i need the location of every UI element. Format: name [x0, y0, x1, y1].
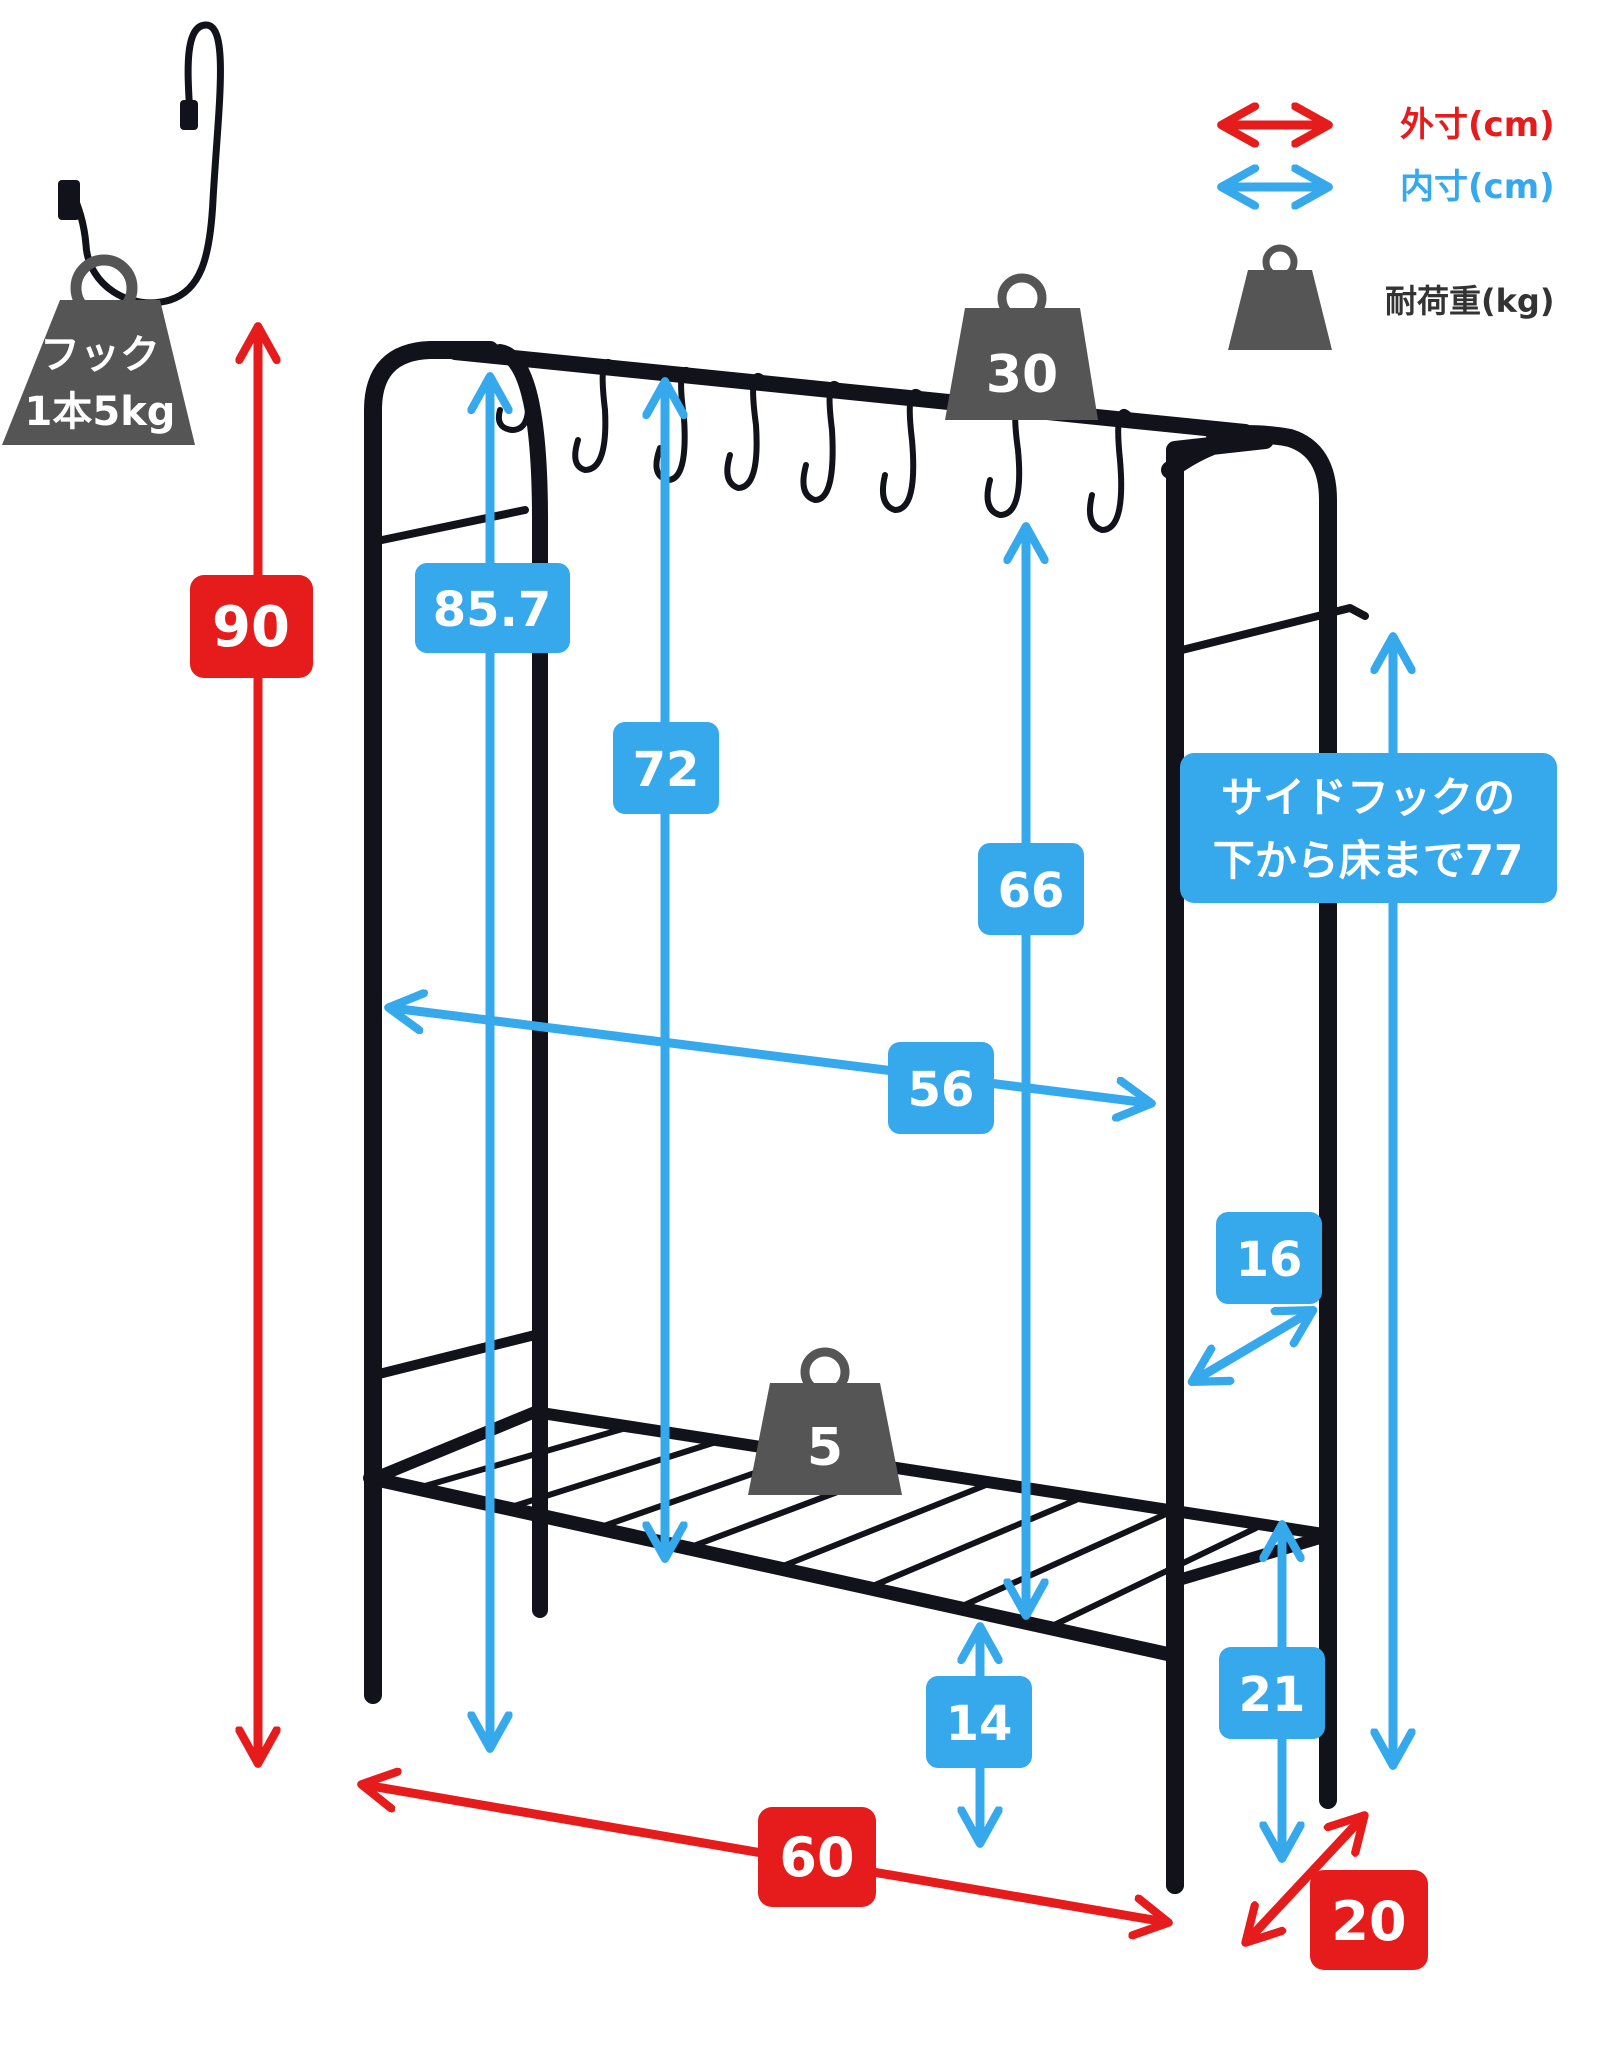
hook-weight-line2: 1本5kg — [25, 389, 176, 435]
shelf-load-label: 5 — [807, 1418, 843, 1478]
depth-arrow — [1248, 1818, 1362, 1940]
inner-width-label: 56 — [908, 1062, 975, 1118]
shelf-height-label: 14 — [946, 1696, 1013, 1752]
shelf-top-height-label-box — [1219, 1647, 1325, 1739]
depth-label-box — [1310, 1870, 1428, 1970]
width-label: 60 — [779, 1826, 854, 1889]
side-hook-depth-label: 16 — [1236, 1232, 1303, 1288]
shelf-height-label-box — [926, 1676, 1032, 1768]
hook-bottom-to-shelf-label: 66 — [998, 863, 1065, 919]
side-hook-label-line1: サイドフックの — [1221, 773, 1515, 822]
legend-inner-label: 内寸(cm) — [1400, 167, 1555, 207]
shelf-top-height-label: 21 — [1239, 1667, 1306, 1723]
bar-to-floor-label-box — [415, 563, 570, 653]
side-hook-depth-arrow — [1195, 1312, 1310, 1380]
hook-weight-line1: フック — [40, 332, 160, 378]
legend-weight-icon — [1228, 244, 1332, 350]
depth-label: 20 — [1331, 1890, 1406, 1953]
bar-to-floor-label: 85.7 — [433, 582, 551, 638]
width-label-box — [758, 1807, 876, 1907]
shelf-weight-icon — [748, 1347, 902, 1495]
side-hook-label-line2: 下から床まで77 — [1213, 836, 1523, 885]
side-hook-label-box — [1180, 753, 1557, 903]
legend-load-label: 耐荷重(kg) — [1385, 282, 1554, 320]
top-bar-load-label: 30 — [986, 345, 1058, 405]
s-hook-illustration — [2, 21, 224, 445]
height-label: 90 — [212, 595, 290, 660]
inner-width-label-box — [888, 1042, 994, 1134]
legend: 外寸(cm) 内寸(cm) 耐荷重(kg) — [1225, 105, 1555, 350]
hook-to-shelf-label-box — [613, 722, 719, 814]
legend-outer-label: 外寸(cm) — [1400, 105, 1555, 145]
height-label-box — [190, 575, 313, 678]
side-hook-depth-label-box — [1216, 1212, 1322, 1304]
inner-width-arrow — [392, 1008, 1148, 1103]
hook-to-shelf-label: 72 — [633, 742, 700, 798]
hook-bottom-to-shelf-label-box — [978, 843, 1084, 935]
top-bar-weight-icon — [945, 273, 1098, 420]
